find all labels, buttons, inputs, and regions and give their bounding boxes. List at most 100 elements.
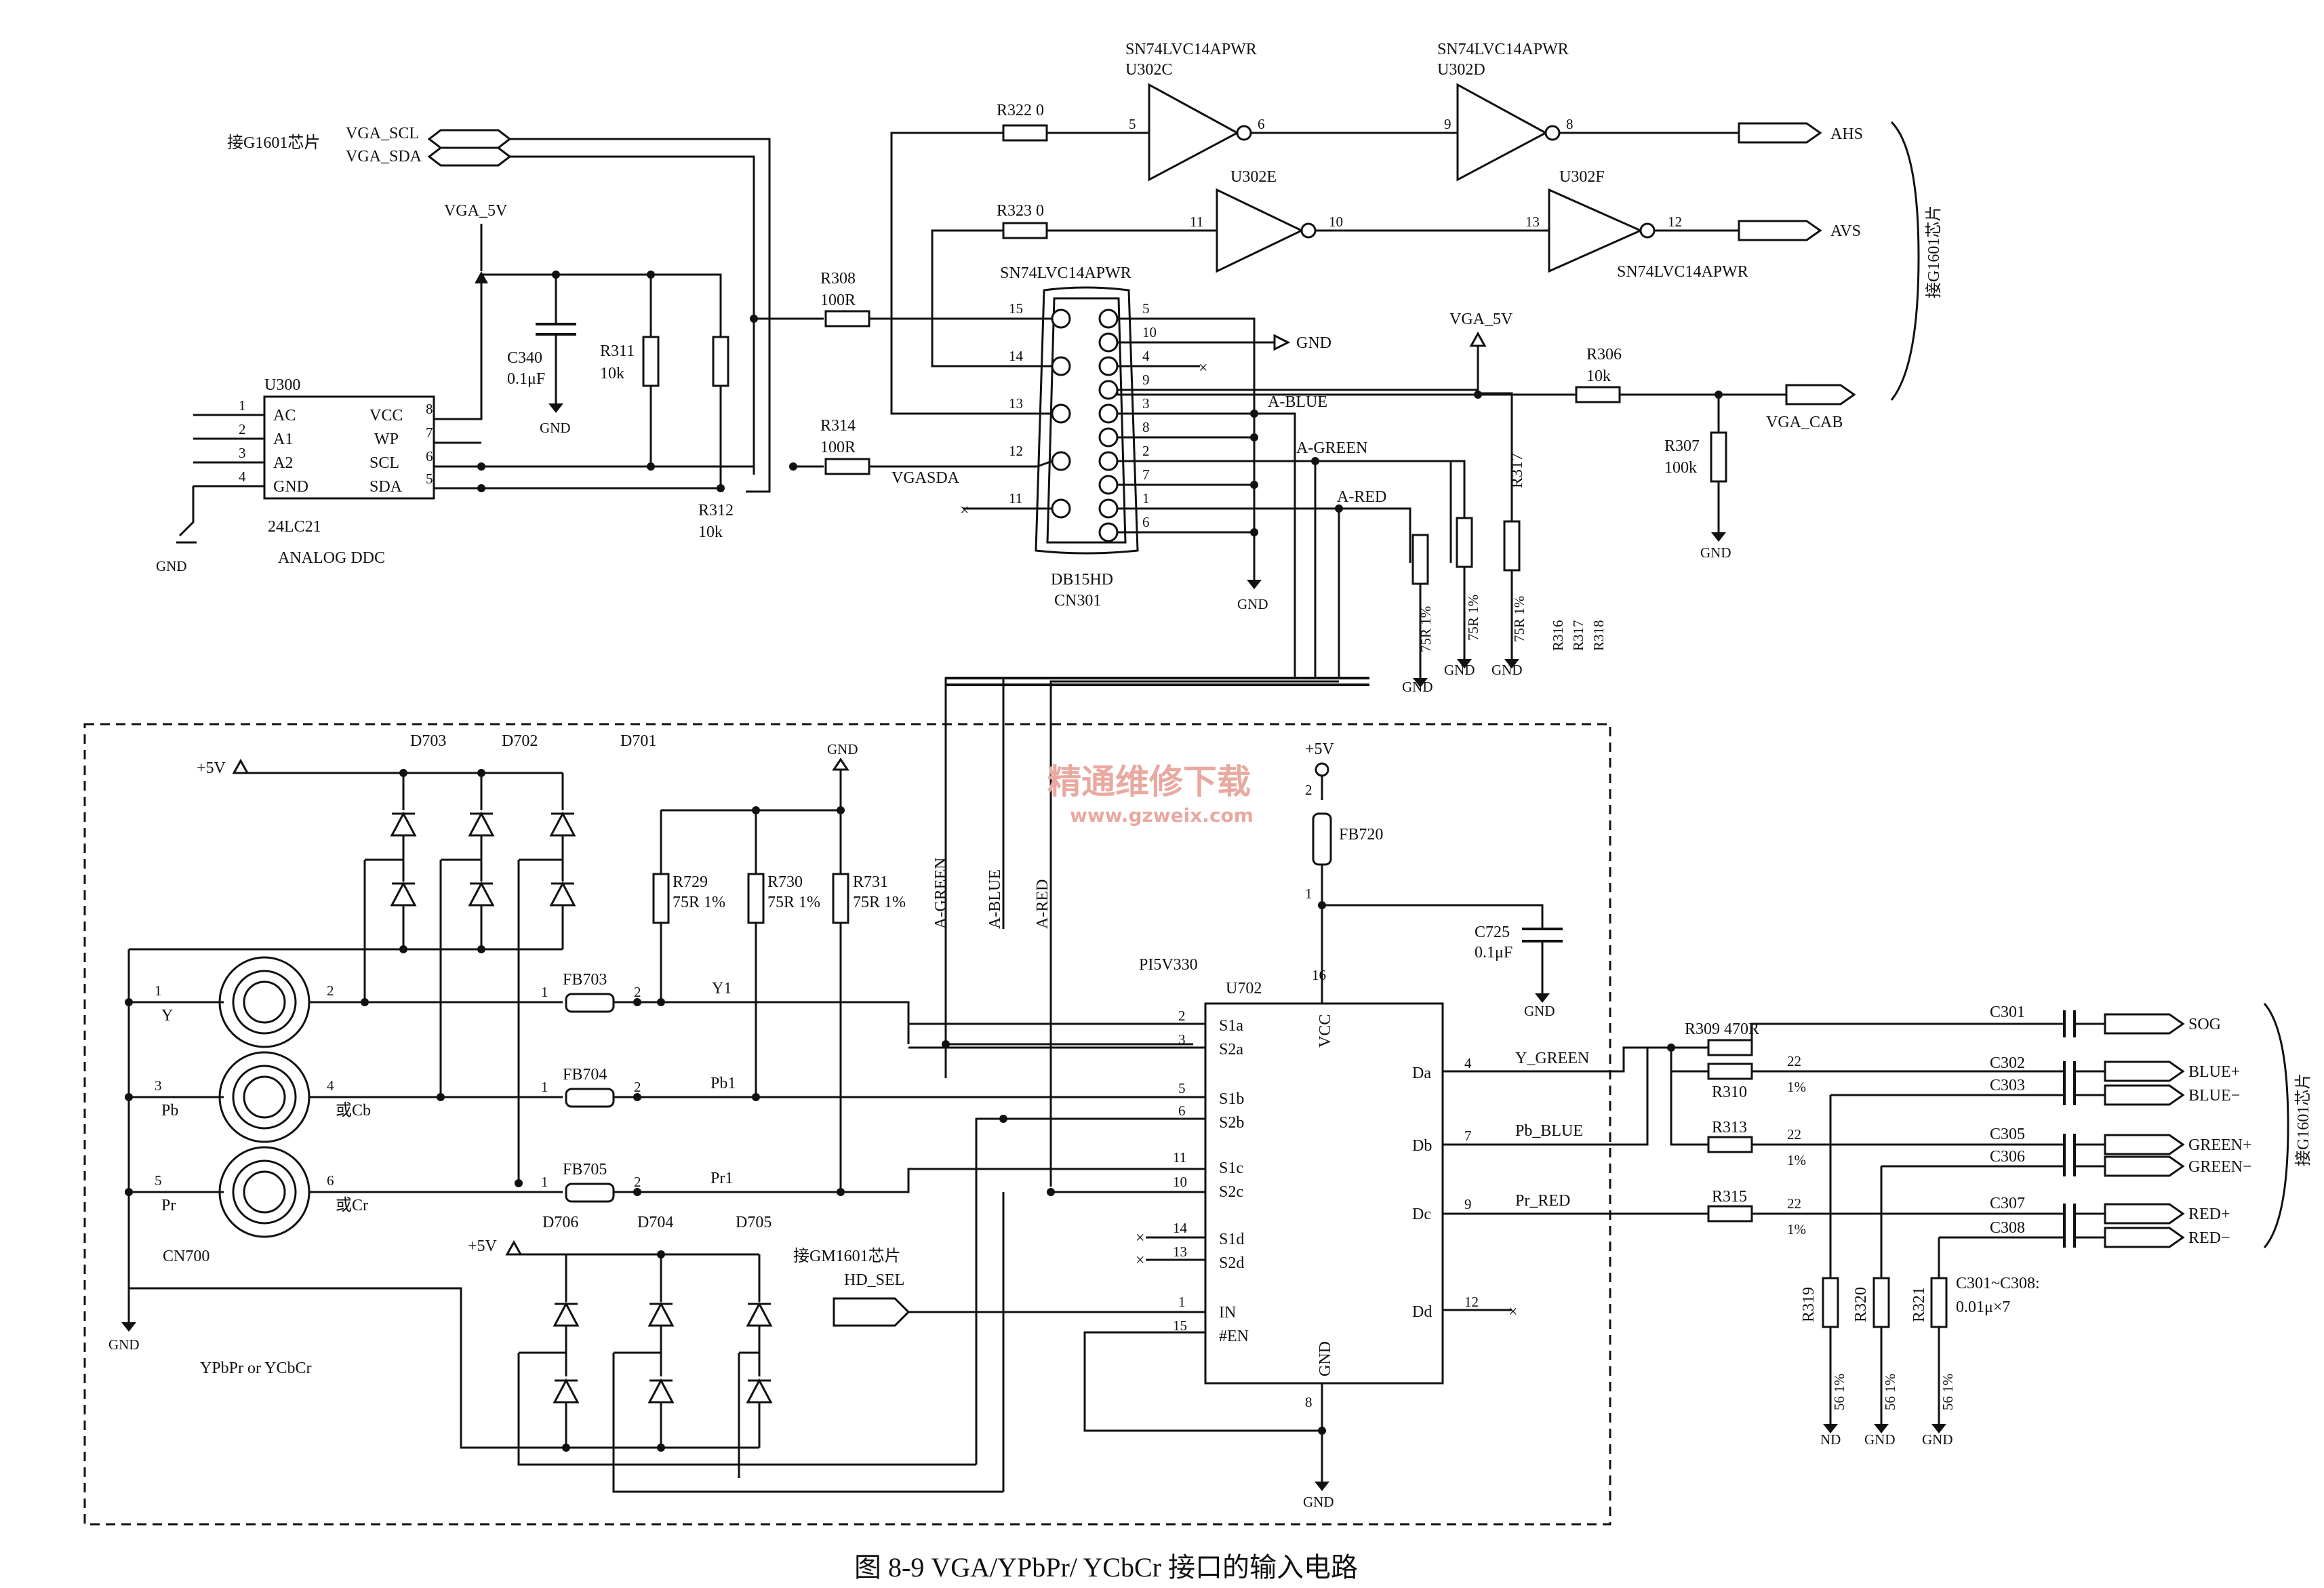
mux-u702: PI5V330 U702 S1a S2a S1b S2b S1c S2c S1d… bbox=[1139, 956, 1479, 1410]
svg-text:R323 0: R323 0 bbox=[997, 202, 1044, 220]
resistor-r729: R729 75R 1% bbox=[652, 810, 725, 1002]
resistor-r317: 75R 1% GND bbox=[1444, 460, 1481, 678]
resistor-r730: R730 75R 1% bbox=[747, 810, 820, 1097]
svg-text:D705: D705 bbox=[736, 1214, 772, 1231]
svg-text:6: 6 bbox=[1258, 116, 1265, 132]
capacitor-c340: C340 0.1μF GND bbox=[507, 275, 576, 436]
svg-text:12: 12 bbox=[1009, 443, 1023, 459]
svg-text:+5V: +5V bbox=[197, 759, 226, 777]
svg-text:或Cr: 或Cr bbox=[336, 1196, 368, 1214]
svg-text:+5V: +5V bbox=[1305, 740, 1335, 758]
svg-text:GREEN+: GREEN+ bbox=[2188, 1136, 2252, 1154]
svg-text:R731: R731 bbox=[853, 873, 888, 891]
vga-connector-cn301: 15 14 13 12 11 5 10 4 9 3 8 2 7 1 6 DB15… bbox=[1009, 286, 1157, 610]
svg-text:Da: Da bbox=[1412, 1065, 1431, 1082]
svg-text:56 1%: 56 1% bbox=[1940, 1374, 1956, 1410]
svg-text:GND: GND bbox=[1317, 1341, 1334, 1376]
ahs-port: AHS bbox=[1738, 122, 1863, 144]
svg-text:1: 1 bbox=[239, 397, 246, 414]
svg-text:HD_SEL: HD_SEL bbox=[844, 1271, 904, 1289]
svg-text:9: 9 bbox=[1464, 1196, 1472, 1212]
svg-text:R314: R314 bbox=[820, 417, 856, 435]
svg-text:6: 6 bbox=[327, 1172, 334, 1189]
svg-text:VCC: VCC bbox=[369, 407, 403, 424]
resistor-r311: R311 10k bbox=[600, 275, 660, 468]
svg-text:10: 10 bbox=[1173, 1174, 1187, 1190]
svg-text:C306: C306 bbox=[1990, 1148, 2025, 1166]
svg-text:16: 16 bbox=[1312, 967, 1326, 983]
pr1-net: Pr1 bbox=[710, 1170, 733, 1187]
svg-text:U302F: U302F bbox=[1559, 168, 1605, 186]
svg-text:5: 5 bbox=[1129, 116, 1136, 132]
svg-text:13: 13 bbox=[1009, 395, 1023, 412]
resistor-r321: R321 56 1% GND bbox=[1910, 1237, 1956, 1448]
svg-text:GND: GND bbox=[1491, 662, 1523, 678]
svg-text:VGA_SCL: VGA_SCL bbox=[346, 125, 419, 142]
svg-text:75R 1%: 75R 1% bbox=[673, 894, 725, 911]
svg-text:C308: C308 bbox=[1990, 1219, 2025, 1237]
diode-array-d706: D706 bbox=[519, 1214, 580, 1448]
svg-text:11: 11 bbox=[1190, 214, 1203, 230]
a-blue-net: A-BLUE bbox=[1268, 393, 1327, 411]
hd-sel-port: 接GM1601芯片 HD_SEL bbox=[793, 1247, 1205, 1327]
svg-text:Pr: Pr bbox=[161, 1197, 176, 1214]
svg-text:8: 8 bbox=[426, 401, 433, 417]
svg-text:6: 6 bbox=[426, 448, 433, 464]
no-connect-x: × bbox=[960, 502, 969, 519]
svg-text:75R 1%: 75R 1% bbox=[853, 894, 906, 911]
svg-text:3: 3 bbox=[239, 445, 246, 461]
svg-text:ND: ND bbox=[1820, 1431, 1841, 1448]
resistor-r310: R310 22 1% bbox=[1707, 1053, 1806, 1101]
svg-text:5: 5 bbox=[1178, 1080, 1186, 1096]
no-connect-x: × bbox=[1508, 1303, 1518, 1321]
red-plus-port: RED+ bbox=[2104, 1203, 2230, 1225]
resistor-r314: R314 100R bbox=[820, 417, 870, 475]
svg-text:12: 12 bbox=[1668, 214, 1682, 230]
svg-text:14: 14 bbox=[1173, 1220, 1188, 1236]
svg-text:VGA_SDA: VGA_SDA bbox=[346, 148, 422, 165]
svg-text:FB705: FB705 bbox=[563, 1161, 607, 1178]
svg-text:S1c: S1c bbox=[1219, 1159, 1243, 1177]
capacitor-c307: C307 bbox=[1990, 1195, 2076, 1226]
svg-text:+5V: +5V bbox=[468, 1237, 498, 1255]
svg-text:R313: R313 bbox=[1712, 1119, 1747, 1136]
svg-text:1%: 1% bbox=[1787, 1152, 1806, 1168]
resistor-r309: R309 470R bbox=[1685, 1020, 1759, 1056]
svg-text:S2b: S2b bbox=[1219, 1114, 1244, 1132]
red-minus-port: RED− bbox=[2104, 1227, 2230, 1248]
svg-text:5: 5 bbox=[426, 471, 433, 487]
blue-minus-port: BLUE− bbox=[2104, 1084, 2240, 1106]
resistor-r308: R308 100R bbox=[820, 270, 870, 327]
svg-text:10k: 10k bbox=[600, 365, 624, 382]
svg-text:13: 13 bbox=[1173, 1244, 1187, 1260]
svg-text:R322 0: R322 0 bbox=[997, 102, 1044, 119]
svg-text:2: 2 bbox=[327, 982, 334, 999]
ypbpr-block-border bbox=[83, 723, 1611, 1526]
inverter-u302f: U302F 13 12 SN74LVC14APWR bbox=[1525, 168, 1748, 281]
svg-text:3: 3 bbox=[155, 1077, 162, 1094]
svg-text:1: 1 bbox=[1305, 886, 1313, 902]
svg-text:2: 2 bbox=[634, 984, 641, 1000]
svg-text:R318: R318 bbox=[1590, 620, 1607, 651]
r316-r318-group-label: R316 R317 R318 bbox=[1550, 620, 1607, 651]
vga-sda-port: VGA_SDA bbox=[346, 146, 512, 167]
svg-text:56 1%: 56 1% bbox=[1882, 1374, 1898, 1410]
vga-5v-supply: VGA_5V bbox=[444, 202, 508, 283]
svg-text:S1b: S1b bbox=[1219, 1090, 1244, 1108]
svg-text:GND: GND bbox=[1402, 679, 1433, 695]
to-g1601-right-note-2: 接G1601芯片 bbox=[2294, 1073, 2312, 1166]
svg-text:GND: GND bbox=[1864, 1431, 1896, 1448]
svg-text:3: 3 bbox=[1178, 1031, 1186, 1048]
svg-text:75R 1%: 75R 1% bbox=[1465, 595, 1481, 641]
diode-array-d702: D702 bbox=[441, 732, 538, 949]
svg-text:SN74LVC14APWR: SN74LVC14APWR bbox=[1617, 263, 1748, 281]
y-green-net: Y_GREEN bbox=[1515, 1050, 1589, 1067]
svg-text:接GM1601芯片: 接GM1601芯片 bbox=[793, 1247, 901, 1265]
eeprom-u300: U300 24LC21 ANALOG DDC AC A1 A2 GND VCC … bbox=[156, 376, 754, 574]
svg-text:R312: R312 bbox=[698, 502, 734, 519]
no-connect-x: × bbox=[1136, 1229, 1145, 1247]
svg-text:75R 1%: 75R 1% bbox=[767, 894, 820, 911]
svg-text:SN74LVC14APWR: SN74LVC14APWR bbox=[1437, 41, 1569, 58]
capacitor-c306: C306 bbox=[1990, 1148, 2076, 1176]
